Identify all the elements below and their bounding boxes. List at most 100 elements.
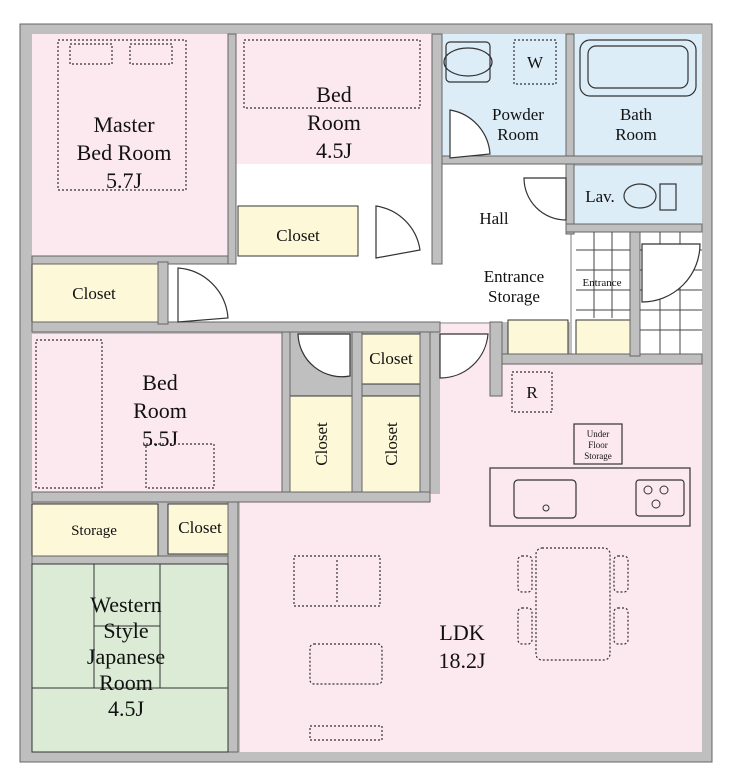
bedroom-55-label-2: Room [133, 398, 187, 423]
wall-v5 [281, 331, 291, 493]
master-bedroom-label-1: Master [93, 112, 155, 137]
wall-v10 [489, 321, 503, 397]
bedroom-45-label-1: Bed [316, 82, 351, 107]
wall-v1 [227, 33, 237, 265]
closet-small [167, 503, 233, 555]
closet-bed45 [237, 205, 359, 257]
closet-center-label: Closet [369, 349, 413, 368]
kitchen-counter [489, 467, 691, 527]
bedroom-45-label-2: Room [307, 110, 361, 135]
ldk-label-2: 18.2J [438, 648, 486, 673]
washer-label: W [527, 53, 544, 72]
wall-v9 [629, 231, 641, 357]
bed55-desk [145, 443, 215, 489]
under-floor-label-2: Floor [588, 440, 608, 450]
dining-table [535, 547, 611, 661]
master-bedroom-floor [32, 34, 228, 256]
stove [635, 479, 685, 517]
entrance-storage-box [507, 319, 569, 355]
wall-h2 [565, 223, 703, 233]
bedroom-55-label-3: 5.5J [142, 426, 179, 451]
door-bed55 [297, 333, 351, 378]
master-bedroom-label-2: Bed Room [77, 140, 172, 165]
wall-h7 [501, 353, 703, 365]
chair-1 [517, 555, 533, 593]
door-master [177, 267, 229, 323]
bathtub [579, 39, 697, 97]
wall-h3 [31, 321, 441, 333]
storage-left-label: Storage [71, 523, 117, 539]
door-lav [523, 177, 567, 221]
lav-tank [659, 183, 677, 211]
bathtub-inner [587, 45, 689, 89]
door-ldk [439, 333, 489, 379]
coffee-table [309, 643, 383, 685]
closet-bed45-label: Closet [276, 226, 320, 245]
under-floor-storage-box [573, 423, 623, 465]
powder-room-label-1: Powder [492, 105, 544, 124]
wall-h1 [441, 155, 703, 165]
wall-v2 [431, 33, 443, 265]
fridge-label: R [526, 383, 538, 402]
closet-master-label: Closet [72, 284, 116, 303]
door-entrance [641, 243, 701, 303]
entrance-storage-box-2 [575, 319, 631, 355]
closet-v2-label: Closet [382, 422, 401, 466]
japanese-room-floor [32, 564, 228, 752]
ldk-label-1: LDK [439, 620, 484, 645]
bedroom-45-label-3: 4.5J [316, 138, 353, 163]
lav-label: Lav. [585, 187, 615, 206]
wall-v4 [157, 261, 169, 325]
closet-center [361, 333, 421, 385]
japanese-room-label-1: Western [90, 592, 162, 617]
storage-left [31, 503, 159, 557]
japanese-room-label-4: Room [99, 670, 153, 695]
master-pillow-2 [129, 43, 173, 65]
washer-box [513, 39, 557, 85]
powder-room-label-2: Room [497, 125, 539, 144]
toilet-tank [445, 41, 491, 83]
entrance-label: Entrance [582, 277, 621, 289]
fridge-box [511, 371, 553, 413]
tv-board [309, 725, 383, 741]
chair-4 [613, 607, 629, 645]
bed45-bed [243, 39, 421, 109]
wall-v7 [419, 331, 431, 493]
japanese-room-label-5: 4.5J [108, 696, 145, 721]
master-bed [57, 39, 187, 191]
wall-h5 [31, 491, 431, 503]
master-bedroom-label-3: 5.7J [106, 168, 143, 193]
entrance-storage-label-1: Entrance [484, 267, 544, 286]
toilet [443, 47, 493, 77]
kitchen-sink [513, 479, 577, 519]
closet-small-label: Closet [178, 518, 222, 537]
bed55-bed [35, 339, 103, 489]
wall-v6 [351, 331, 363, 493]
chair-3 [613, 555, 629, 593]
ldk-floor-main [240, 494, 702, 752]
closet-vertical-1 [289, 395, 353, 493]
closet-v1-label: Closet [312, 422, 331, 466]
wall-h4 [31, 255, 229, 265]
chair-2 [517, 607, 533, 645]
under-floor-label-1: Under [587, 429, 610, 439]
wall-v3 [565, 33, 575, 235]
japanese-room-label-2: Style [103, 618, 148, 643]
door-bed45 [375, 205, 421, 259]
bath-room-label-1: Bath [620, 105, 653, 124]
burner-3 [651, 499, 661, 509]
under-floor-label-3: Storage [584, 451, 612, 461]
japanese-room-label-3: Japanese [87, 644, 165, 669]
lav-toilet [623, 183, 657, 209]
entrance-storage-label-2: Storage [488, 287, 540, 306]
bath-room-label-2: Room [615, 125, 657, 144]
door-powder [449, 109, 491, 159]
lav-floor [574, 166, 702, 224]
master-pillow-1 [69, 43, 113, 65]
burner-2 [659, 485, 669, 495]
bedroom-55-floor [32, 334, 282, 492]
tatami-grid [31, 563, 229, 753]
bedroom-55-label-1: Bed [142, 370, 177, 395]
wall-v8 [227, 501, 239, 753]
